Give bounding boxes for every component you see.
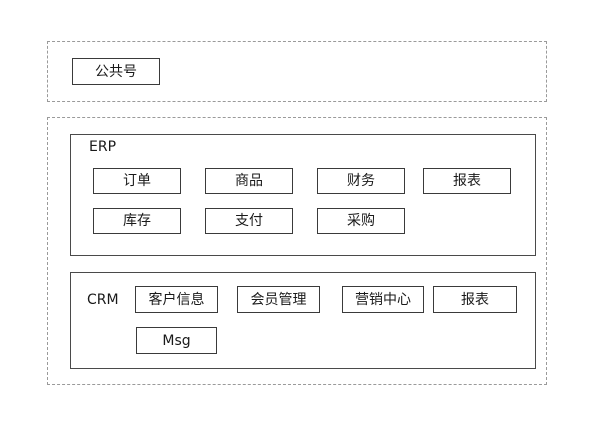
crm-module-member-management[interactable]: 会员管理 bbox=[237, 286, 320, 313]
public-account-box[interactable]: 公共号 bbox=[72, 58, 160, 85]
erp-panel bbox=[70, 134, 536, 256]
erp-module-product[interactable]: 商品 bbox=[205, 168, 293, 194]
erp-module-inventory[interactable]: 库存 bbox=[93, 208, 181, 234]
erp-title: ERP bbox=[89, 139, 117, 155]
erp-module-procurement[interactable]: 采购 bbox=[317, 208, 405, 234]
crm-module-msg[interactable]: Msg bbox=[136, 327, 217, 354]
crm-panel bbox=[70, 272, 536, 369]
erp-module-payment[interactable]: 支付 bbox=[205, 208, 293, 234]
erp-module-order[interactable]: 订单 bbox=[93, 168, 181, 194]
erp-module-finance[interactable]: 财务 bbox=[317, 168, 405, 194]
systems-container bbox=[47, 117, 547, 385]
crm-title: CRM bbox=[87, 292, 119, 308]
erp-module-report[interactable]: 报表 bbox=[423, 168, 511, 194]
crm-module-marketing-center[interactable]: 营销中心 bbox=[342, 286, 424, 313]
crm-module-report[interactable]: 报表 bbox=[433, 286, 517, 313]
crm-module-customer-info[interactable]: 客户信息 bbox=[135, 286, 218, 313]
public-account-container bbox=[47, 41, 547, 102]
